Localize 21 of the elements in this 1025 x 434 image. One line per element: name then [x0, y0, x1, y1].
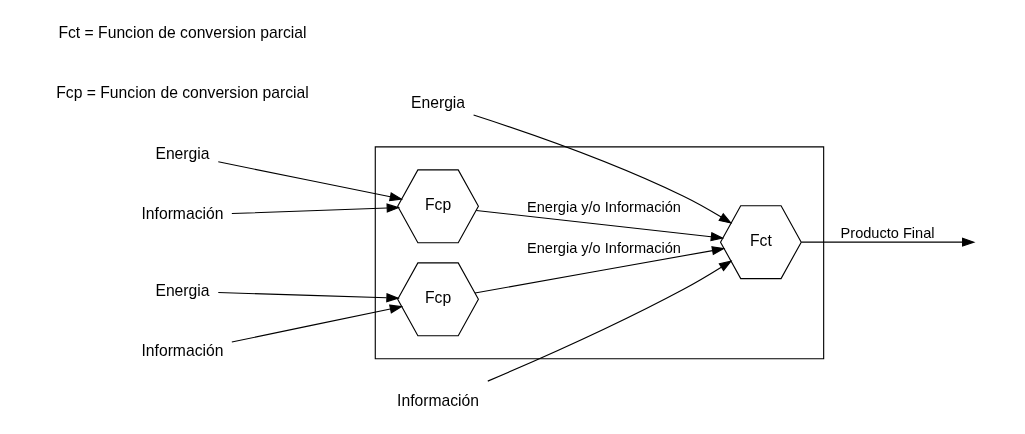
node-text: Información: [140, 204, 223, 222]
edge-label: Energia y/o Información: [526, 198, 681, 215]
node-text: Energia: [410, 93, 465, 111]
arrow: [800, 236, 975, 247]
edge-label: Energia y/o Información: [526, 239, 681, 256]
arrow: [230, 202, 400, 214]
cluster: [374, 145, 824, 359]
node-text: Información: [396, 390, 479, 408]
edge-label: Producto Final: [840, 224, 935, 241]
arrow: [475, 209, 724, 241]
arrow: [217, 160, 403, 201]
arrow: [486, 259, 732, 382]
node-text: Energia: [154, 144, 210, 162]
label: Fcp = Funcion de conversion parcial: [55, 83, 309, 101]
node-text: Energia: [154, 281, 210, 299]
label: Fct = Funcion de conversion parcial: [57, 23, 307, 41]
arrow: [230, 304, 403, 343]
arrow: [217, 291, 400, 302]
node-text: Información: [140, 341, 223, 359]
arrow: [473, 245, 725, 293]
arrow: [472, 113, 732, 224]
